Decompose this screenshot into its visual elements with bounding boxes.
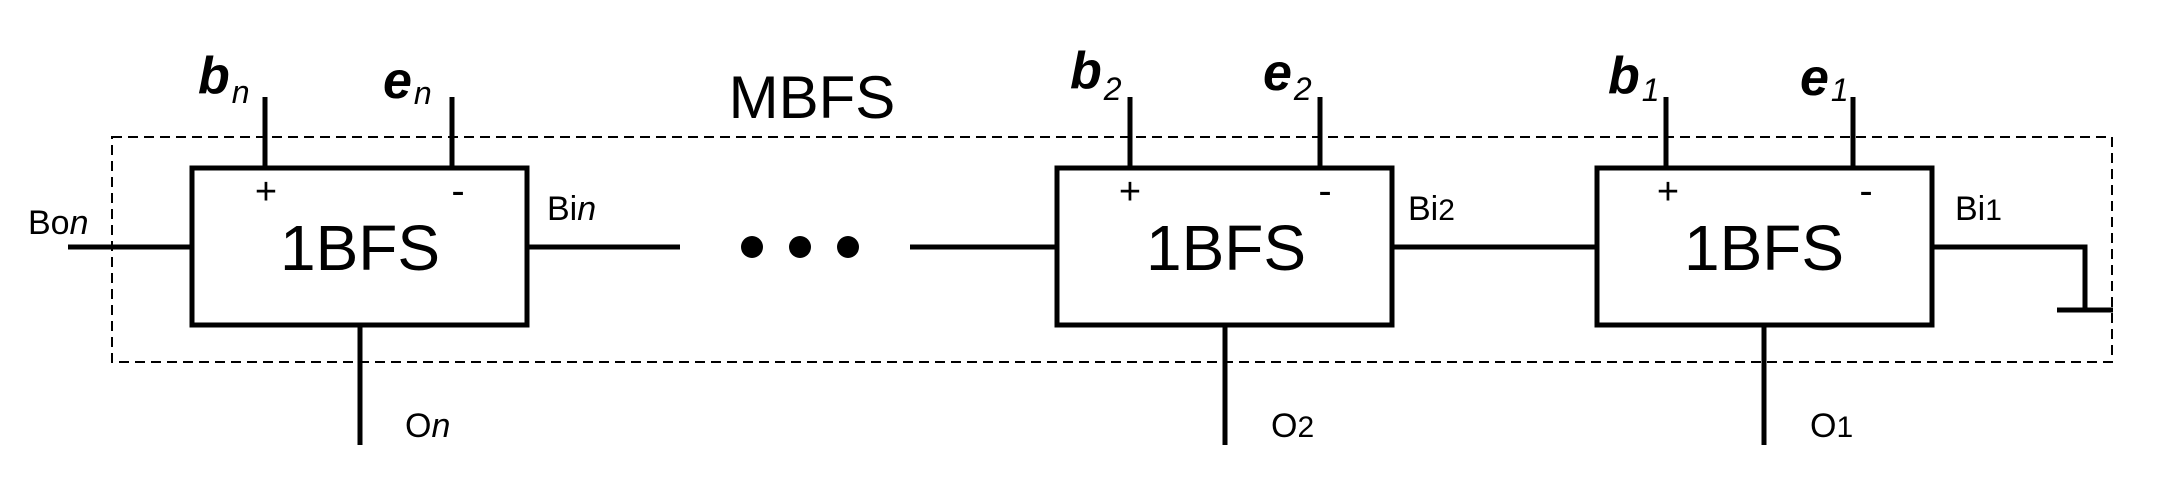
block-n-output-label: On bbox=[405, 407, 450, 445]
block-2-box bbox=[1054, 165, 1395, 328]
block-n-name: 1BFS bbox=[280, 212, 440, 284]
block-1: + - 1BFS b1 e1 O1 Bi1 bbox=[1594, 47, 2113, 445]
ellipsis-dot bbox=[741, 236, 763, 258]
block-2-b-label: b2 bbox=[1070, 42, 1122, 107]
block-2-name: 1BFS bbox=[1146, 212, 1306, 284]
block-n: + - 1BFS bn en On Bon Bin bbox=[28, 47, 680, 445]
block-1-b-label: b1 bbox=[1608, 47, 1660, 108]
block-2-output-label: O2 bbox=[1271, 407, 1314, 445]
block-1-e-label: e1 bbox=[1800, 49, 1849, 108]
ellipsis-dot bbox=[837, 236, 859, 258]
block-1-ground-wire bbox=[1932, 244, 2088, 310]
block-2-plus-sign: + bbox=[1119, 171, 1141, 213]
block-1-output-label: O1 bbox=[1810, 407, 1853, 445]
block-n-left-label: Bon bbox=[28, 204, 89, 242]
block-n-plus-sign: + bbox=[255, 171, 277, 213]
block-1-plus-sign: + bbox=[1657, 171, 1679, 213]
block-n-e-label: en bbox=[383, 52, 432, 111]
block-1-minus-sign: - bbox=[1859, 169, 1872, 213]
block-2-right-label: Bi2 bbox=[1408, 190, 1455, 228]
block-1-name: 1BFS bbox=[1684, 212, 1844, 284]
block-2-e-label: e2 bbox=[1263, 44, 1312, 107]
block-2-minus-sign: - bbox=[1318, 169, 1331, 213]
block-n-minus-sign: - bbox=[451, 169, 464, 213]
block-n-b-label: bn bbox=[198, 47, 250, 110]
block-n-box bbox=[189, 165, 530, 328]
ellipsis-dot bbox=[789, 236, 811, 258]
mbfs-title: MBFS bbox=[729, 64, 896, 131]
block-1-right-label: Bi1 bbox=[1955, 190, 2002, 228]
block-2: + - 1BFS b2 e2 O2 Bi2 bbox=[910, 42, 1597, 445]
block-n-right-label: Bin bbox=[547, 190, 596, 228]
